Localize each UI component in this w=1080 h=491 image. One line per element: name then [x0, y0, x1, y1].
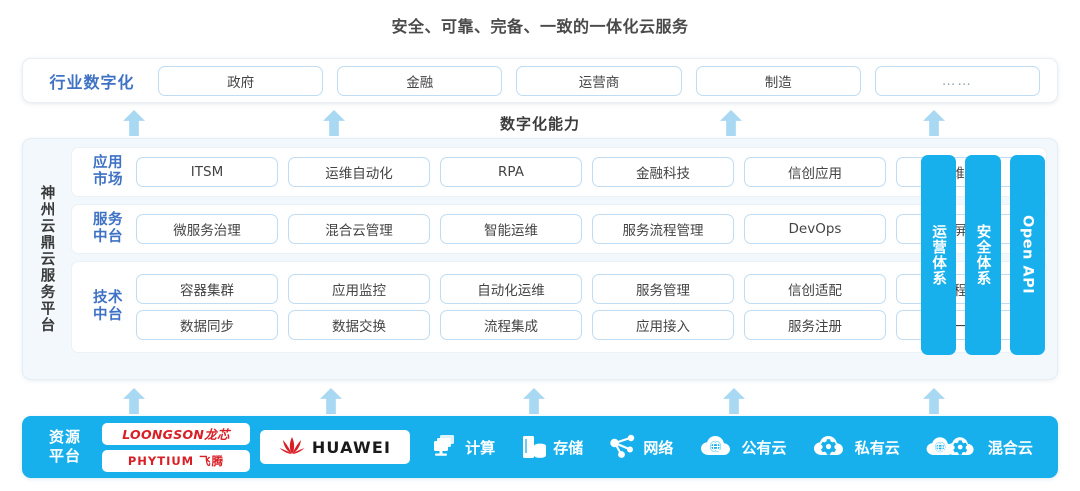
resource-item-network[interactable]: 网络	[609, 434, 673, 460]
capability-label: 数字化能力	[499, 115, 580, 133]
arrow-low-4	[723, 388, 745, 414]
vertical-bar-security-system[interactable]: 安全体系	[965, 155, 1001, 355]
vertical-bar-operations-system[interactable]: 运营体系	[921, 155, 957, 355]
industry-item-more[interactable]: ……	[874, 65, 1041, 96]
arrow-low-2	[320, 388, 342, 414]
service-item-devops[interactable]: DevOps	[744, 214, 886, 244]
vertical-bar-open-api[interactable]: Open API	[1009, 155, 1045, 355]
tech-item-app-monitoring[interactable]: 应用监控	[288, 274, 430, 304]
band-label-line2: 市场	[93, 172, 123, 188]
band-label-line2: 中台	[93, 229, 123, 245]
resource-platform-label: 资源 平台	[34, 428, 96, 466]
band-label-tech-midplatform: 技术 中台	[80, 290, 136, 323]
service-item-process-mgmt[interactable]: 服务流程管理	[592, 214, 734, 244]
resource-item-label: 存储	[553, 438, 584, 457]
resource-items: 计算 存储	[418, 434, 1046, 460]
tech-item-service-mgmt[interactable]: 服务管理	[592, 274, 734, 304]
band-label-line1: 技术	[93, 290, 123, 307]
resource-item-public-cloud[interactable]: 公有云	[700, 434, 787, 460]
resource-label-line1: 资源	[48, 428, 81, 447]
tech-item-data-sync[interactable]: 数据同步	[136, 310, 278, 340]
resource-label-line2: 平台	[48, 447, 81, 465]
resource-item-label: 计算	[465, 438, 496, 457]
resource-item-compute[interactable]: 计算	[431, 434, 495, 460]
service-midplatform-row: 微服务治理 混合云管理 智能运维 服务流程管理 DevOps 大屏展示	[136, 214, 1038, 244]
huawei-flower-icon	[279, 437, 305, 454]
band-label-app-market: 应用 市场	[80, 155, 136, 188]
tech-item-process-integration[interactable]: 流程集成	[440, 310, 582, 340]
tech-item-container-cluster[interactable]: 容器集群	[136, 274, 278, 304]
resource-item-storage[interactable]: 存储	[521, 434, 583, 460]
resource-item-hybrid-cloud[interactable]: 混合云	[926, 434, 1033, 460]
app-market-item-itsm[interactable]: ITSM	[136, 157, 278, 187]
huawei-logo-text: HUAWEI	[311, 437, 392, 457]
page-title: 安全、可靠、完备、一致的一体化云服务	[391, 17, 689, 36]
cloud-service-platform: 神州云鼎云服务平台 应用 市场 ITSM 运维自动化 RPA 金融科技 信创应用…	[22, 138, 1058, 380]
app-market-item-xinchuang-app[interactable]: 信创应用	[744, 157, 886, 187]
huawei-logo: HUAWEI	[260, 430, 410, 464]
industry-item-finance[interactable]: 金融	[337, 65, 503, 96]
storage-icon	[523, 436, 547, 458]
loongson-logo: LOONGSON龙芯	[102, 422, 250, 445]
app-market-grid: ITSM 运维自动化 RPA 金融科技 信创应用 运维/运营	[136, 157, 1038, 187]
industry-row: 行业数字化 政府 金融 运营商 制造 ……	[22, 58, 1058, 103]
public-cloud-icon	[700, 436, 730, 455]
arrow-low-3	[523, 388, 545, 414]
resource-item-private-cloud[interactable]: 私有云	[813, 434, 900, 460]
industry-item-telecom[interactable]: 运营商	[516, 65, 682, 96]
band-label-line1: 应用	[93, 155, 123, 172]
band-app-market: 应用 市场 ITSM 运维自动化 RPA 金融科技 信创应用 运维/运营	[71, 147, 1047, 197]
compute-icon	[434, 435, 455, 456]
industry-row-label: 行业数字化	[49, 72, 135, 92]
band-label-line2: 中台	[93, 307, 123, 323]
service-item-intelligent-ops[interactable]: 智能运维	[440, 214, 582, 244]
resource-platform-bar: 资源 平台 LOONGSON龙芯 PHYTIUM 飞腾 HUAWEI	[22, 416, 1058, 478]
phytium-logo: PHYTIUM 飞腾	[102, 449, 250, 472]
band-service-midplatform: 服务 中台 微服务治理 混合云管理 智能运维 服务流程管理 DevOps 大屏展…	[71, 204, 1047, 254]
band-tech-midplatform: 技术 中台 容器集群 应用监控 自动化运维 服务管理 信创适配 流程引擎 数据同…	[71, 261, 1047, 353]
platform-body: 应用 市场 ITSM 运维自动化 RPA 金融科技 信创应用 运维/运营	[71, 139, 1057, 379]
tech-item-xinchuang-adaptation[interactable]: 信创适配	[744, 274, 886, 304]
resource-item-label: 混合云	[987, 438, 1033, 457]
tech-midplatform-row-2: 数据同步 数据交换 流程集成 应用接入 服务注册 统一认证	[136, 310, 1038, 340]
band-label-line1: 服务	[93, 212, 123, 229]
hybrid-cloud-icon	[926, 437, 974, 455]
tech-item-app-access[interactable]: 应用接入	[592, 310, 734, 340]
tech-item-service-registry[interactable]: 服务注册	[744, 310, 886, 340]
tech-item-data-exchange[interactable]: 数据交换	[288, 310, 430, 340]
arrow-low-5	[923, 388, 945, 414]
arrow-low-1	[123, 388, 145, 414]
resource-item-label: 网络	[643, 438, 674, 457]
app-market-row: ITSM 运维自动化 RPA 金融科技 信创应用 运维/运营	[136, 157, 1038, 187]
network-icon	[610, 434, 635, 458]
tech-midplatform-grid: 容器集群 应用监控 自动化运维 服务管理 信创适配 流程引擎 数据同步 数据交换…	[136, 274, 1038, 340]
service-item-microservice-governance[interactable]: 微服务治理	[136, 214, 278, 244]
service-midplatform-grid: 微服务治理 混合云管理 智能运维 服务流程管理 DevOps 大屏展示	[136, 214, 1038, 244]
cpu-logo-stack: LOONGSON龙芯 PHYTIUM 飞腾	[102, 422, 250, 472]
app-market-item-rpa[interactable]: RPA	[440, 157, 582, 187]
industry-item-manufacturing[interactable]: 制造	[695, 65, 861, 96]
platform-title: 神州云鼎云服务平台	[38, 184, 55, 334]
resource-item-label: 私有云	[854, 438, 900, 457]
private-cloud-icon	[813, 436, 843, 455]
app-market-item-ops-automation[interactable]: 运维自动化	[288, 157, 430, 187]
service-item-hybrid-cloud-mgmt[interactable]: 混合云管理	[288, 214, 430, 244]
industry-item-government[interactable]: 政府	[158, 65, 324, 96]
vertical-bar-group: 运营体系 安全体系 Open API	[921, 155, 1045, 355]
band-label-service-midplatform: 服务 中台	[80, 212, 136, 245]
tech-midplatform-row-1: 容器集群 应用监控 自动化运维 服务管理 信创适配 流程引擎	[136, 274, 1038, 304]
tech-item-automated-ops[interactable]: 自动化运维	[440, 274, 582, 304]
app-market-item-fintech[interactable]: 金融科技	[592, 157, 734, 187]
resource-item-label: 公有云	[741, 438, 787, 457]
